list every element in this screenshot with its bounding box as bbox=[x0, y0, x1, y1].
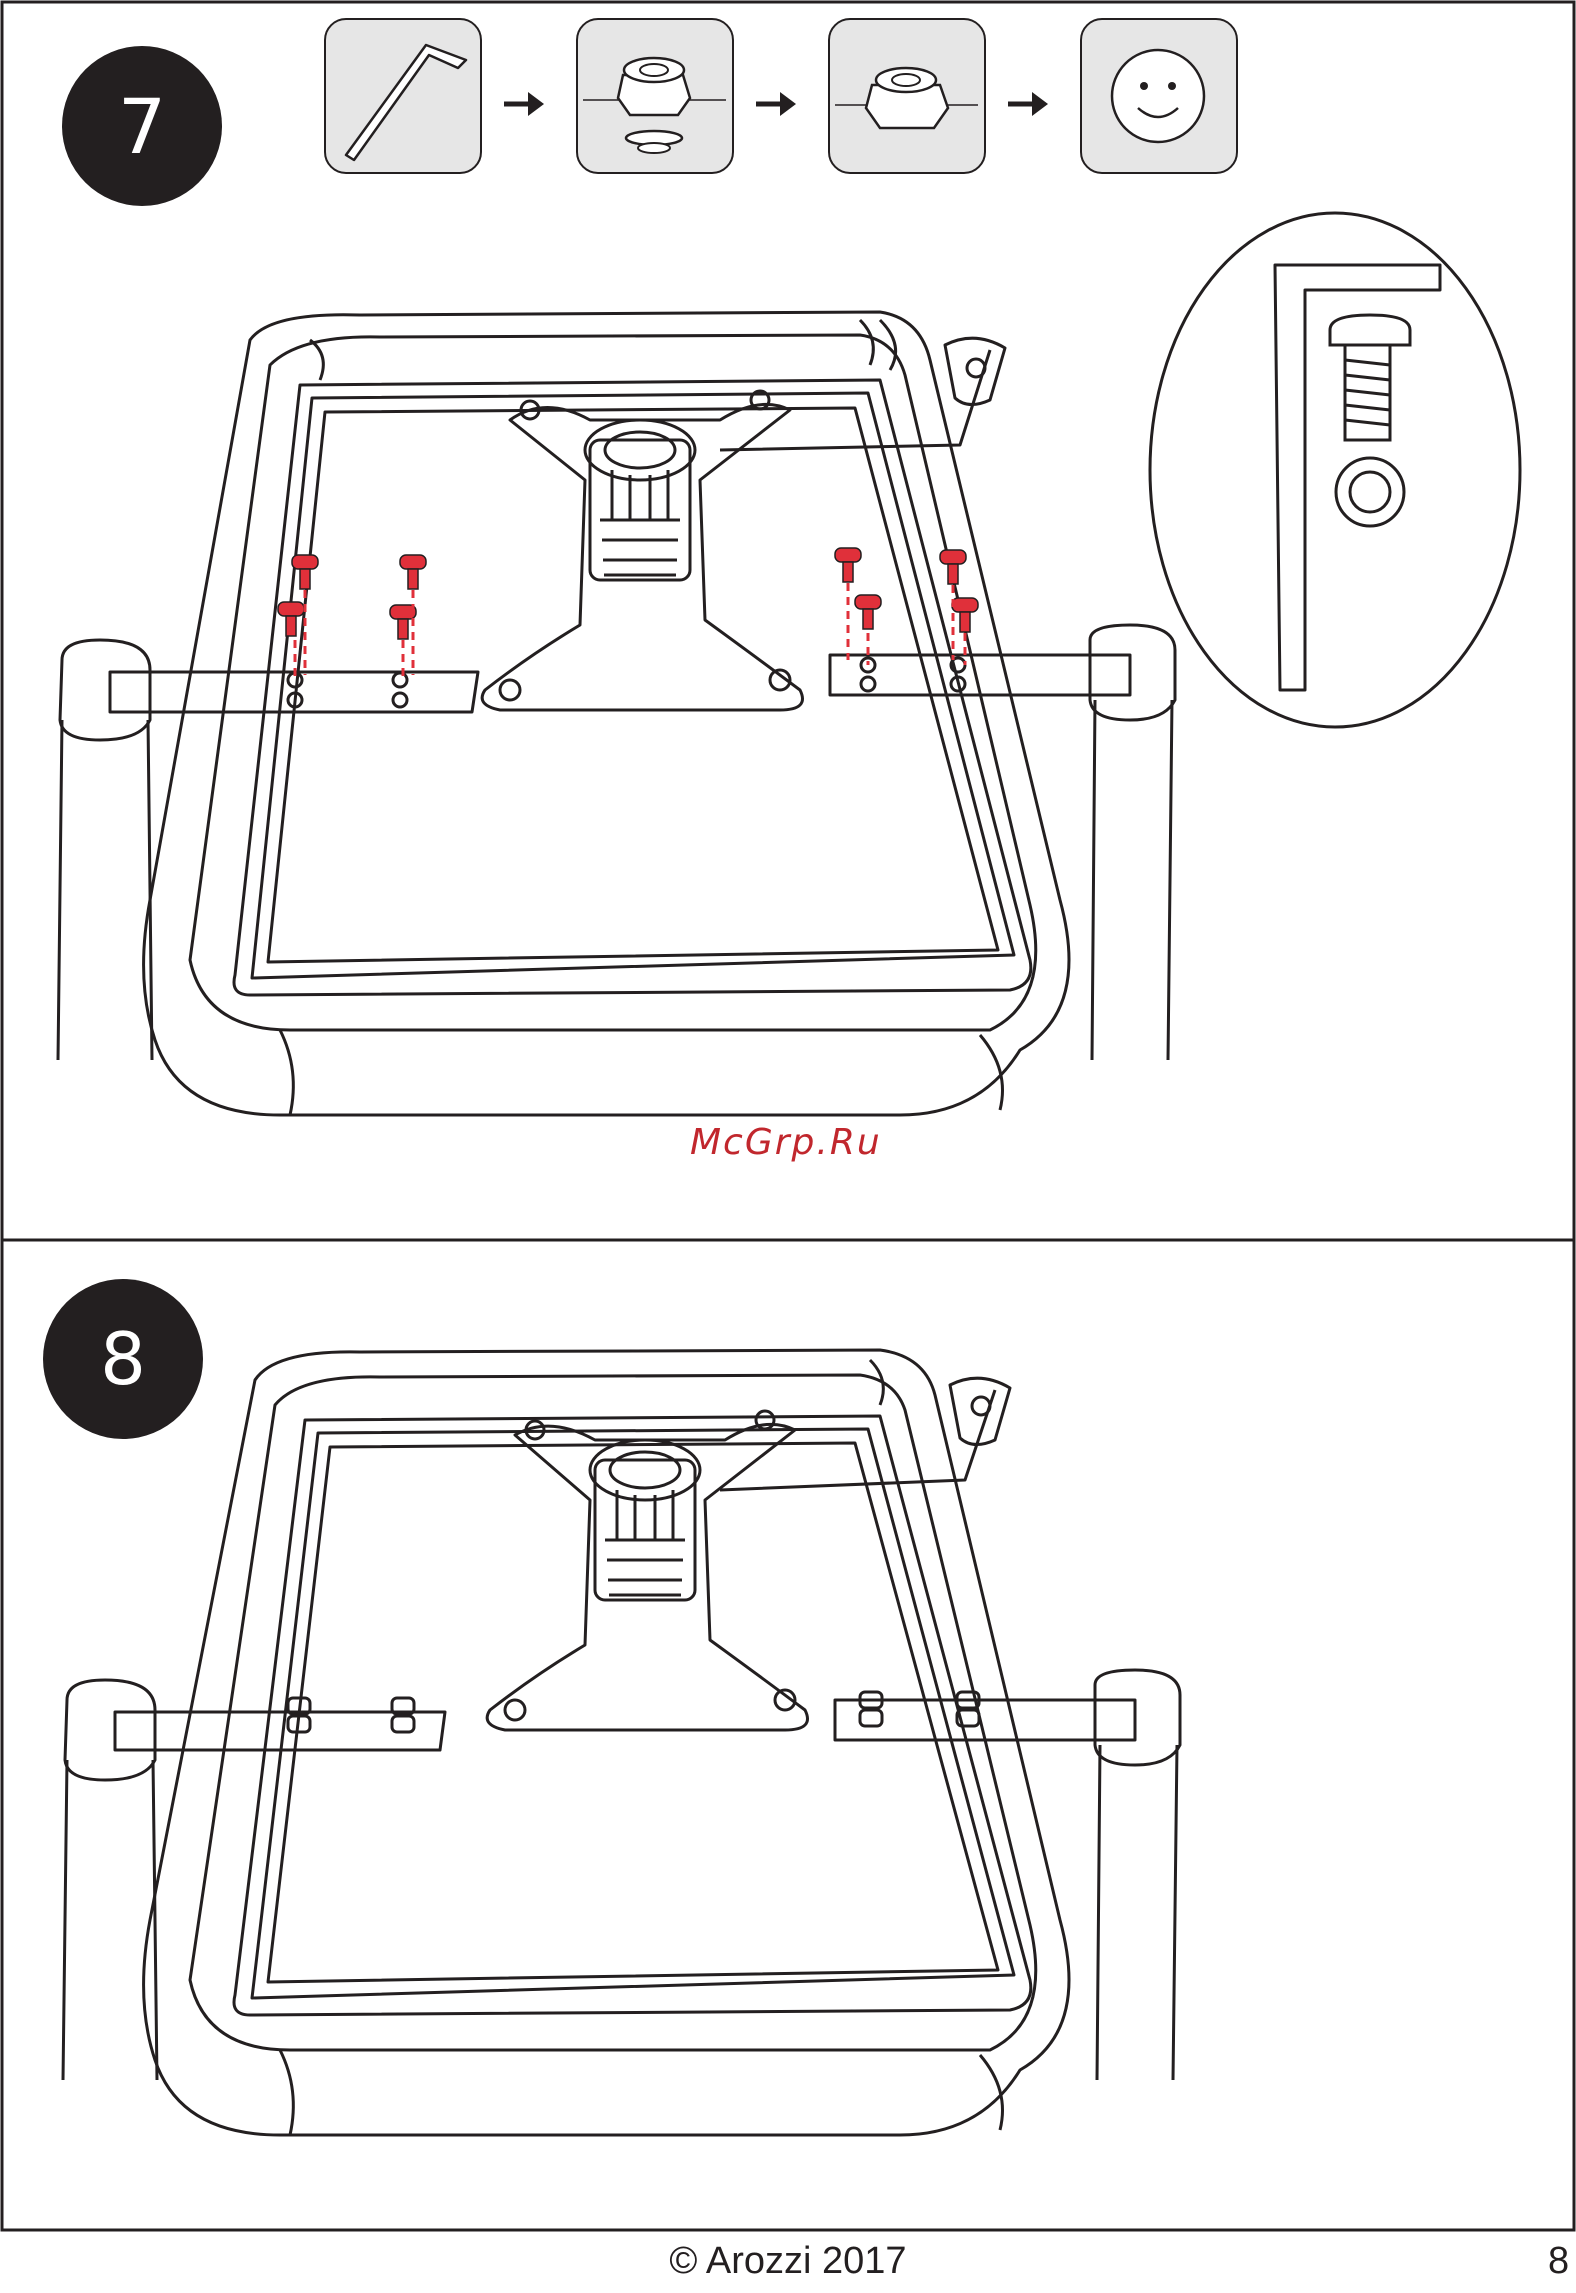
allen-key-icon bbox=[324, 18, 482, 174]
copyright-footer: © Arozzi 2017 bbox=[0, 2240, 1576, 2283]
page-number: 8 bbox=[1548, 2240, 1569, 2283]
red-bolt bbox=[952, 598, 978, 632]
arrow-right-icon bbox=[754, 88, 798, 120]
arrow-right-icon bbox=[1006, 88, 1050, 120]
step-number-8: 8 bbox=[43, 1279, 203, 1439]
red-bolt bbox=[855, 595, 881, 629]
step-number-7: 7 bbox=[62, 46, 222, 206]
red-bolt bbox=[940, 550, 966, 584]
red-bolt bbox=[835, 548, 861, 582]
step7-red-bolts bbox=[278, 548, 978, 639]
arrow-right-icon bbox=[502, 88, 546, 120]
red-bolt bbox=[400, 555, 426, 589]
step7-seat-drawing bbox=[58, 312, 1175, 1115]
red-bolt bbox=[292, 555, 318, 589]
installed-nuts bbox=[288, 1692, 979, 1732]
watermark-text: McGrp.Ru bbox=[690, 1122, 882, 1163]
smiley-icon bbox=[1080, 18, 1238, 174]
bolt-washer-icon bbox=[576, 18, 734, 174]
tightened-bolt-icon bbox=[828, 18, 986, 174]
instruction-page: 7 8 bbox=[0, 0, 1576, 2230]
red-bolt bbox=[278, 602, 304, 636]
hardware-detail-callout bbox=[1150, 213, 1520, 727]
step8-seat-drawing bbox=[63, 1350, 1180, 2135]
